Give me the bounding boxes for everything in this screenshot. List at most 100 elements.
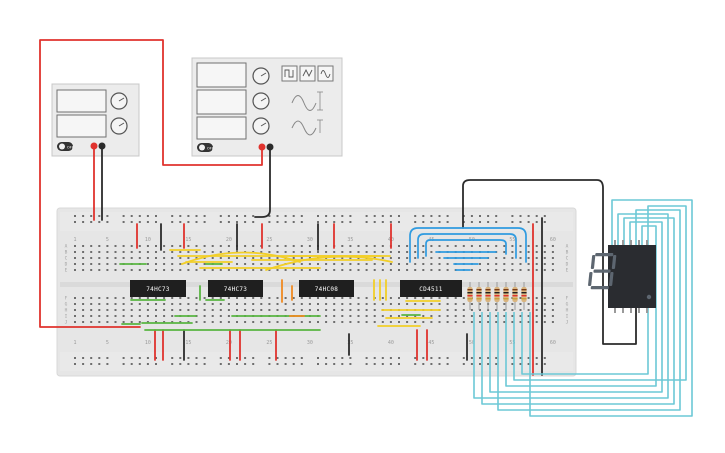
resistor-array[interactable] — [467, 282, 527, 310]
hole[interactable] — [406, 257, 409, 259]
hole[interactable] — [284, 245, 287, 247]
rail-hole[interactable] — [74, 363, 76, 365]
hole[interactable] — [284, 303, 287, 305]
rail-hole[interactable] — [365, 215, 368, 217]
hole[interactable] — [308, 297, 311, 299]
hole[interactable] — [195, 303, 198, 305]
hole[interactable] — [470, 309, 473, 311]
wire-blue[interactable] — [417, 233, 517, 259]
rail-hole[interactable] — [236, 357, 238, 359]
hole[interactable] — [438, 297, 441, 299]
hole[interactable] — [503, 245, 506, 247]
rail-hole[interactable] — [268, 221, 271, 223]
hole[interactable] — [341, 263, 344, 265]
rail-hole[interactable] — [422, 221, 425, 223]
hole[interactable] — [268, 297, 271, 299]
hole[interactable] — [438, 257, 441, 259]
hole[interactable] — [389, 257, 392, 259]
hole[interactable] — [398, 321, 400, 323]
hole[interactable] — [155, 315, 157, 317]
hole[interactable] — [276, 269, 279, 271]
hole[interactable] — [90, 309, 93, 311]
hole[interactable] — [163, 269, 166, 271]
rail-hole[interactable] — [187, 363, 190, 365]
hole[interactable] — [276, 303, 279, 305]
rail-hole[interactable] — [333, 221, 336, 223]
hole[interactable] — [244, 245, 247, 247]
hole[interactable] — [365, 321, 368, 323]
hole[interactable] — [519, 263, 522, 265]
hole[interactable] — [414, 297, 417, 299]
hole[interactable] — [551, 321, 554, 323]
hole[interactable] — [82, 315, 85, 317]
hole[interactable] — [90, 251, 93, 253]
rail-hole[interactable] — [244, 357, 247, 359]
hole[interactable] — [292, 303, 295, 305]
hole[interactable] — [106, 269, 109, 271]
hole[interactable] — [438, 245, 441, 247]
hole[interactable] — [389, 251, 392, 253]
hole[interactable] — [227, 297, 230, 299]
hole[interactable] — [268, 309, 271, 311]
rail-hole[interactable] — [179, 357, 182, 359]
rail-hole[interactable] — [398, 215, 400, 217]
hole[interactable] — [138, 303, 141, 305]
hole[interactable] — [398, 303, 400, 305]
hole[interactable] — [381, 297, 384, 299]
rail-hole[interactable] — [122, 221, 125, 223]
hole[interactable] — [90, 321, 93, 323]
hole[interactable] — [171, 257, 174, 259]
hole[interactable] — [535, 321, 538, 323]
hole[interactable] — [454, 309, 457, 311]
rail-hole[interactable] — [74, 215, 76, 217]
function-generator[interactable]: OFF — [191, 57, 343, 157]
hole[interactable] — [430, 251, 433, 253]
hole[interactable] — [138, 269, 141, 271]
hole[interactable] — [479, 309, 481, 311]
hole[interactable] — [122, 321, 125, 323]
rail-hole[interactable] — [268, 357, 271, 359]
hole[interactable] — [487, 315, 490, 317]
hole[interactable] — [300, 257, 303, 259]
hole[interactable] — [487, 245, 490, 247]
hole[interactable] — [236, 297, 238, 299]
rail-hole[interactable] — [341, 363, 344, 365]
hole[interactable] — [268, 257, 271, 259]
hole[interactable] — [511, 321, 514, 323]
hole[interactable] — [155, 303, 157, 305]
hole[interactable] — [487, 321, 490, 323]
hole[interactable] — [114, 309, 117, 311]
hole[interactable] — [543, 309, 546, 311]
hole[interactable] — [414, 263, 417, 265]
hole[interactable] — [357, 263, 360, 265]
hole[interactable] — [106, 251, 109, 253]
wire-teal[interactable] — [521, 308, 649, 375]
hole[interactable] — [74, 297, 76, 299]
hole[interactable] — [244, 321, 247, 323]
rail-hole[interactable] — [527, 215, 530, 217]
hole[interactable] — [179, 303, 182, 305]
rail-hole[interactable] — [82, 221, 85, 223]
hole[interactable] — [503, 315, 506, 317]
hole[interactable] — [244, 257, 247, 259]
hole[interactable] — [357, 245, 360, 247]
hole[interactable] — [82, 251, 85, 253]
hole[interactable] — [462, 315, 465, 317]
rail-hole[interactable] — [219, 215, 222, 217]
hole[interactable] — [122, 251, 125, 253]
hole[interactable] — [244, 263, 247, 265]
hole[interactable] — [527, 257, 530, 259]
hole[interactable] — [236, 321, 238, 323]
hole[interactable] — [90, 303, 93, 305]
rail-hole[interactable] — [171, 357, 174, 359]
hole[interactable] — [252, 309, 255, 311]
rail-hole[interactable] — [106, 363, 109, 365]
hole[interactable] — [146, 303, 149, 305]
hole[interactable] — [130, 309, 133, 311]
hole[interactable] — [179, 269, 182, 271]
hole[interactable] — [130, 245, 133, 247]
hole[interactable] — [244, 303, 247, 305]
hole[interactable] — [365, 251, 368, 253]
hole[interactable] — [98, 309, 101, 311]
wire-blue[interactable] — [409, 227, 527, 263]
